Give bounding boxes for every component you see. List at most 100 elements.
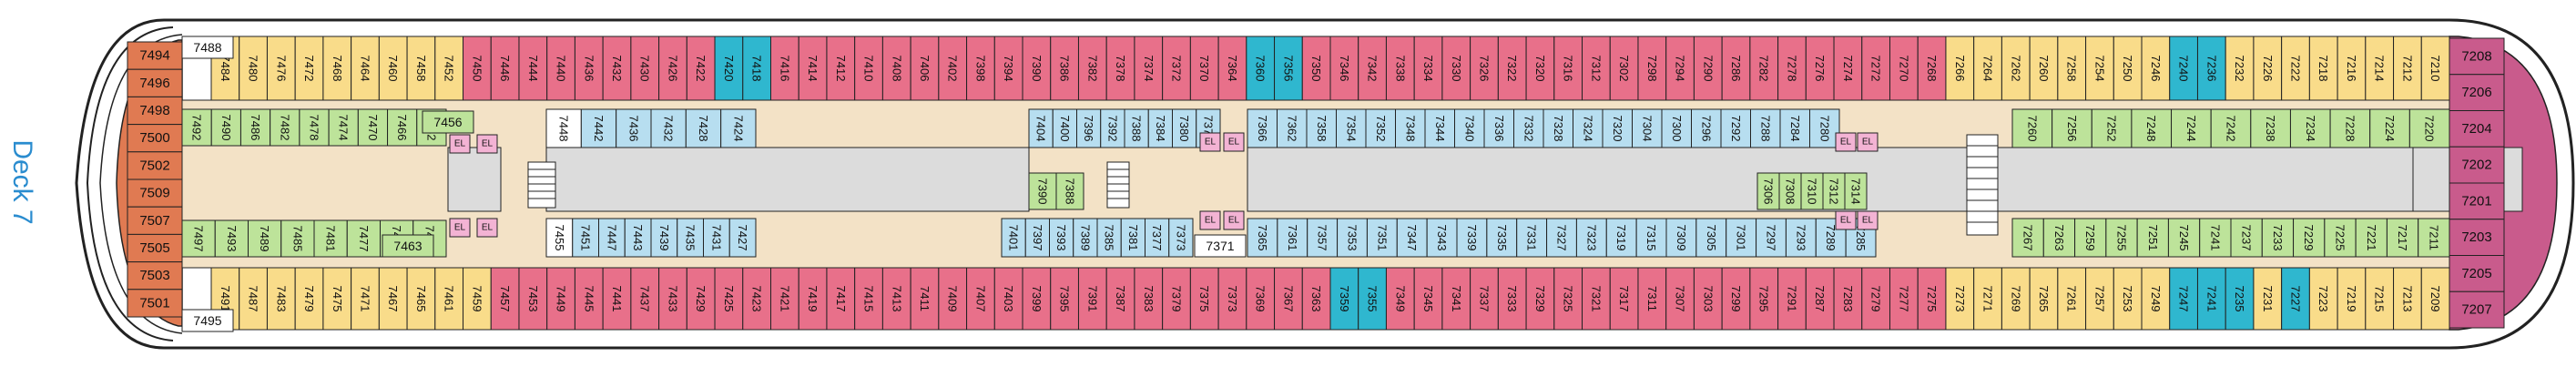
inner-cabin[interactable]: 7393 bbox=[1049, 218, 1074, 258]
top-cabin[interactable]: 7440 bbox=[546, 36, 575, 101]
top-cabin[interactable]: 7476 bbox=[266, 36, 296, 101]
elevator[interactable]: EL bbox=[1835, 210, 1857, 230]
inner-cabin[interactable]: 7366 bbox=[1247, 108, 1278, 148]
top-cabin[interactable]: 7370 bbox=[1189, 36, 1219, 101]
top-cabin[interactable]: 7450 bbox=[463, 36, 492, 101]
inner-cabin[interactable]: 7490 bbox=[210, 108, 241, 147]
top-cabin[interactable]: 7374 bbox=[1134, 36, 1164, 101]
bottom-cabin[interactable]: 7399 bbox=[1022, 267, 1052, 331]
inner-cabin[interactable]: 7220 bbox=[2408, 108, 2450, 148]
elevator[interactable]: EL bbox=[1199, 132, 1221, 152]
top-cabin[interactable]: 7260 bbox=[2029, 36, 2059, 101]
top-cabin[interactable]: 7250 bbox=[2113, 36, 2143, 101]
mid-cabin[interactable]: 7371 bbox=[1194, 234, 1247, 258]
inner-cabin[interactable]: 7424 bbox=[720, 108, 757, 148]
inner-cabin[interactable]: 7432 bbox=[650, 108, 687, 148]
fwd-green-top[interactable]: 7456 bbox=[422, 110, 474, 134]
top-cabin[interactable]: 7394 bbox=[993, 36, 1023, 101]
inner-cabin[interactable]: 7361 bbox=[1277, 218, 1308, 258]
inner-cabin[interactable]: 7443 bbox=[624, 218, 652, 258]
bow-cabin[interactable]: 7502 bbox=[127, 151, 183, 180]
inner-cabin[interactable]: 7427 bbox=[728, 218, 757, 258]
bottom-cabin[interactable]: 7345 bbox=[1413, 267, 1443, 331]
top-cabin[interactable]: 7312 bbox=[1582, 36, 1611, 101]
bottom-cabin[interactable]: 7471 bbox=[351, 267, 380, 331]
top-cabin[interactable]: 7302 bbox=[1609, 36, 1639, 101]
elevator[interactable]: EL bbox=[449, 218, 471, 238]
inner-cabin[interactable]: 7323 bbox=[1575, 218, 1607, 258]
bottom-cabin[interactable]: 7277 bbox=[1889, 267, 1919, 331]
top-cabin[interactable]: 7350 bbox=[1301, 36, 1331, 101]
inner-cabin[interactable]: 7252 bbox=[2091, 108, 2133, 148]
inner-cabin[interactable]: 7238 bbox=[2250, 108, 2291, 148]
bottom-cabin[interactable]: 7417 bbox=[826, 267, 856, 331]
centre-cabin[interactable]: 7308 bbox=[1778, 172, 1802, 210]
inner-cabin[interactable]: 7233 bbox=[2261, 218, 2295, 258]
inner-cabin[interactable]: 7354 bbox=[1336, 108, 1367, 148]
top-cabin[interactable]: 7270 bbox=[1889, 36, 1919, 101]
bow-cabin[interactable]: 7509 bbox=[127, 178, 183, 208]
bottom-cabin[interactable]: 7461 bbox=[434, 267, 464, 331]
top-cabin[interactable]: 7360 bbox=[1246, 36, 1276, 101]
top-cabin[interactable]: 7334 bbox=[1413, 36, 1443, 101]
bottom-cabin[interactable]: 7269 bbox=[2001, 267, 2031, 331]
bottom-cabin[interactable]: 7407 bbox=[966, 267, 995, 331]
inner-cabin[interactable]: 7315 bbox=[1635, 218, 1667, 258]
centre-cabin[interactable]: 7390 bbox=[1028, 172, 1057, 210]
inner-cabin[interactable]: 7485 bbox=[280, 219, 315, 258]
inner-cabin[interactable]: 7447 bbox=[598, 218, 626, 258]
inner-cabin[interactable]: 7351 bbox=[1366, 218, 1398, 258]
inner-cabin[interactable]: 7324 bbox=[1573, 108, 1604, 148]
inner-cabin[interactable]: 7280 bbox=[1809, 108, 1840, 148]
top-cabin[interactable]: 7410 bbox=[854, 36, 883, 101]
bottom-cabin[interactable]: 7415 bbox=[854, 267, 883, 331]
top-cabin[interactable]: 7398 bbox=[966, 36, 995, 101]
bow-cabin[interactable]: 7501 bbox=[127, 289, 183, 318]
inner-cabin[interactable]: 7248 bbox=[2131, 108, 2173, 148]
bottom-cabin[interactable]: 7223 bbox=[2308, 267, 2338, 331]
top-cabin[interactable]: 7422 bbox=[686, 36, 716, 101]
bow-cabin[interactable]: 7494 bbox=[127, 41, 183, 70]
bottom-cabin[interactable]: 7403 bbox=[993, 267, 1023, 331]
inner-cabin[interactable]: 7482 bbox=[270, 108, 300, 147]
centre-cabin[interactable]: 7310 bbox=[1800, 172, 1824, 210]
top-cabin[interactable]: 7426 bbox=[658, 36, 687, 101]
inner-cabin[interactable]: 7344 bbox=[1424, 108, 1455, 148]
bottom-cabin[interactable]: 7247 bbox=[2169, 267, 2198, 331]
inner-cabin[interactable]: 7245 bbox=[2167, 218, 2201, 258]
bottom-cabin[interactable]: 7303 bbox=[1693, 267, 1723, 331]
top-cabin[interactable]: 7458 bbox=[406, 36, 436, 101]
bottom-cabin[interactable]: 7395 bbox=[1050, 267, 1079, 331]
top-cabin[interactable]: 7372 bbox=[1162, 36, 1191, 101]
bottom-cabin[interactable]: 7383 bbox=[1134, 267, 1164, 331]
inner-cabin[interactable]: 7301 bbox=[1726, 218, 1757, 258]
top-cabin[interactable]: 7286 bbox=[1721, 36, 1751, 101]
elevator[interactable]: EL bbox=[1199, 210, 1221, 230]
inner-cabin[interactable]: 7431 bbox=[703, 218, 730, 258]
bottom-cabin[interactable]: 7487 bbox=[239, 267, 268, 331]
top-cabin[interactable]: 7216 bbox=[2337, 36, 2367, 101]
top-cabin[interactable]: 7408 bbox=[881, 36, 911, 101]
inner-cabin[interactable]: 7292 bbox=[1720, 108, 1751, 148]
inner-cabin[interactable]: 7320 bbox=[1602, 108, 1633, 148]
bottom-cabin[interactable]: 7311 bbox=[1637, 267, 1667, 331]
bottom-cabin[interactable]: 7441 bbox=[602, 267, 632, 331]
inner-cabin[interactable]: 7241 bbox=[2199, 218, 2232, 258]
top-cabin[interactable]: 7452 bbox=[434, 36, 464, 101]
inner-cabin[interactable]: 7474 bbox=[328, 108, 359, 147]
inner-cabin[interactable]: 7455 bbox=[545, 218, 574, 258]
bottom-cabin[interactable]: 7429 bbox=[686, 267, 716, 331]
top-cabin[interactable]: 7322 bbox=[1497, 36, 1527, 101]
bottom-cabin[interactable]: 7341 bbox=[1441, 267, 1471, 331]
bottom-cabin[interactable]: 7445 bbox=[574, 267, 604, 331]
inner-cabin[interactable]: 7211 bbox=[2418, 218, 2450, 258]
bottom-cabin[interactable]: 7337 bbox=[1470, 267, 1499, 331]
top-cabin[interactable]: 7338 bbox=[1385, 36, 1415, 101]
inner-cabin[interactable]: 7234 bbox=[2289, 108, 2331, 148]
bottom-cabin[interactable]: 7355 bbox=[1358, 267, 1387, 331]
fwd-cabin-bottom[interactable]: 7495 bbox=[181, 309, 234, 332]
bottom-cabin[interactable]: 7227 bbox=[2281, 267, 2310, 331]
inner-cabin[interactable]: 7389 bbox=[1073, 218, 1098, 258]
top-cabin[interactable]: 7412 bbox=[826, 36, 856, 101]
bottom-cabin[interactable]: 7409 bbox=[938, 267, 968, 331]
